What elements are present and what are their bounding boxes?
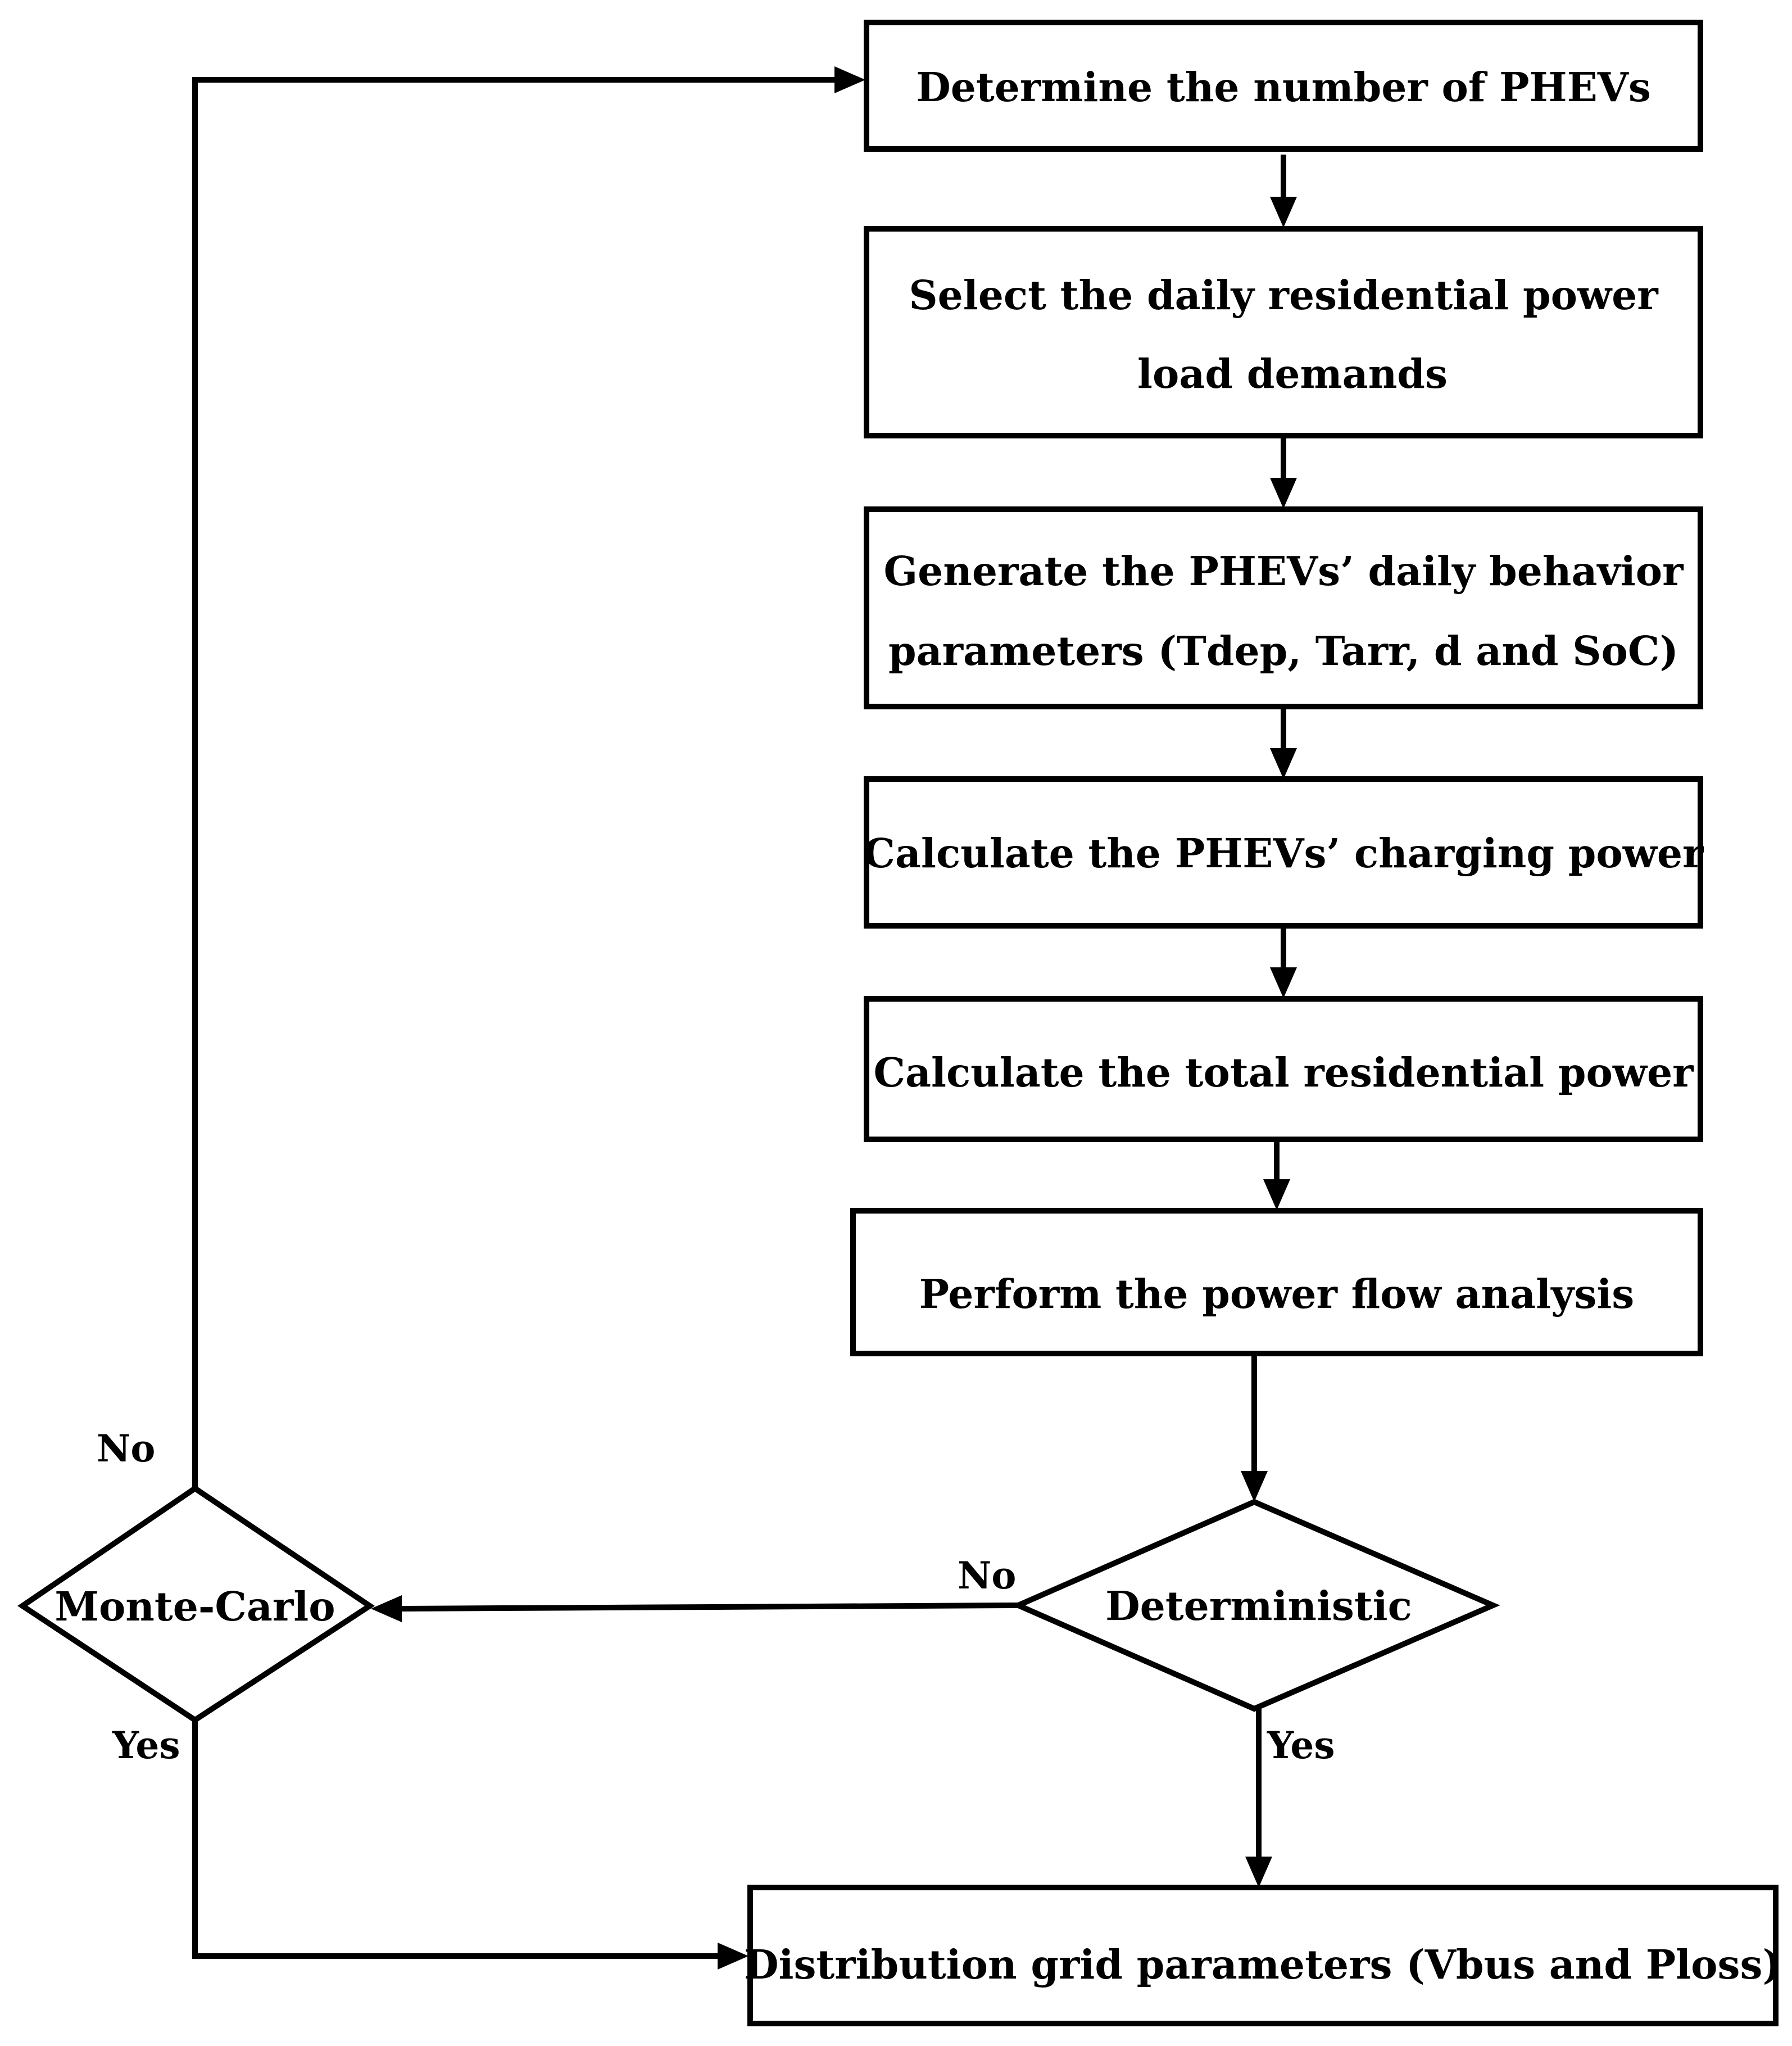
process-box-6: Perform the power flow analysis	[850, 1208, 1703, 1356]
process-box-4-line-1: Calculate the PHEVs’ charging power	[864, 830, 1705, 877]
arrow-3-to-4	[1270, 709, 1297, 779]
process-box-3-line-1: Generate the PHEVs’ daily behavior	[883, 547, 1684, 595]
arrow-1-to-2	[1270, 155, 1297, 228]
monte-carlo-no-label: No	[97, 1427, 155, 1470]
arrow-deterministic-yes	[1245, 1709, 1272, 1887]
process-box-2-line-2: load demands	[1137, 350, 1448, 397]
process-box-6-line-1: Perform the power flow analysis	[919, 1270, 1635, 1318]
process-box-2: Select the daily residential power load …	[864, 226, 1703, 438]
process-box-7: Distribution grid parameters (Vbus and P…	[744, 1885, 1781, 2026]
process-box-1-line-1: Determine the number of PHEVs	[916, 64, 1651, 111]
deterministic-yes-label: Yes	[1267, 1723, 1335, 1767]
process-box-5: Calculate the total residential power	[864, 996, 1703, 1142]
monte-carlo-yes-label: Yes	[112, 1723, 180, 1767]
decision-deterministic: Deterministic	[1011, 1499, 1500, 1712]
arrow-monte-carlo-no	[192, 66, 865, 1488]
process-box-1: Determine the number of PHEVs	[864, 20, 1703, 152]
arrow-deterministic-no	[371, 1595, 1019, 1622]
process-box-2-line-1: Select the daily residential power	[909, 271, 1659, 319]
process-box-3: Generate the PHEVs’ daily behavior param…	[864, 506, 1703, 709]
deterministic-no-label: No	[958, 1554, 1016, 1597]
decision-monte-carlo-label: Monte-Carlo	[55, 1583, 335, 1630]
decision-deterministic-label: Deterministic	[1105, 1582, 1412, 1629]
process-box-7-line-1: Distribution grid parameters (Vbus and P…	[744, 1941, 1781, 1988]
arrow-6-to-deterministic	[1241, 1356, 1268, 1502]
process-box-4: Calculate the PHEVs’ charging power	[864, 776, 1705, 929]
arrow-5-to-6	[1263, 1142, 1290, 1210]
process-box-3-line-2: parameters (Tdep, Tarr, d and SoC)	[888, 627, 1678, 675]
arrow-4-to-5	[1270, 929, 1297, 998]
arrow-2-to-3	[1270, 438, 1297, 509]
process-box-5-line-1: Calculate the total residential power	[873, 1049, 1694, 1096]
decision-monte-carlo: Monte-Carlo	[17, 1484, 375, 1723]
arrow-monte-carlo-yes	[192, 1720, 748, 1970]
